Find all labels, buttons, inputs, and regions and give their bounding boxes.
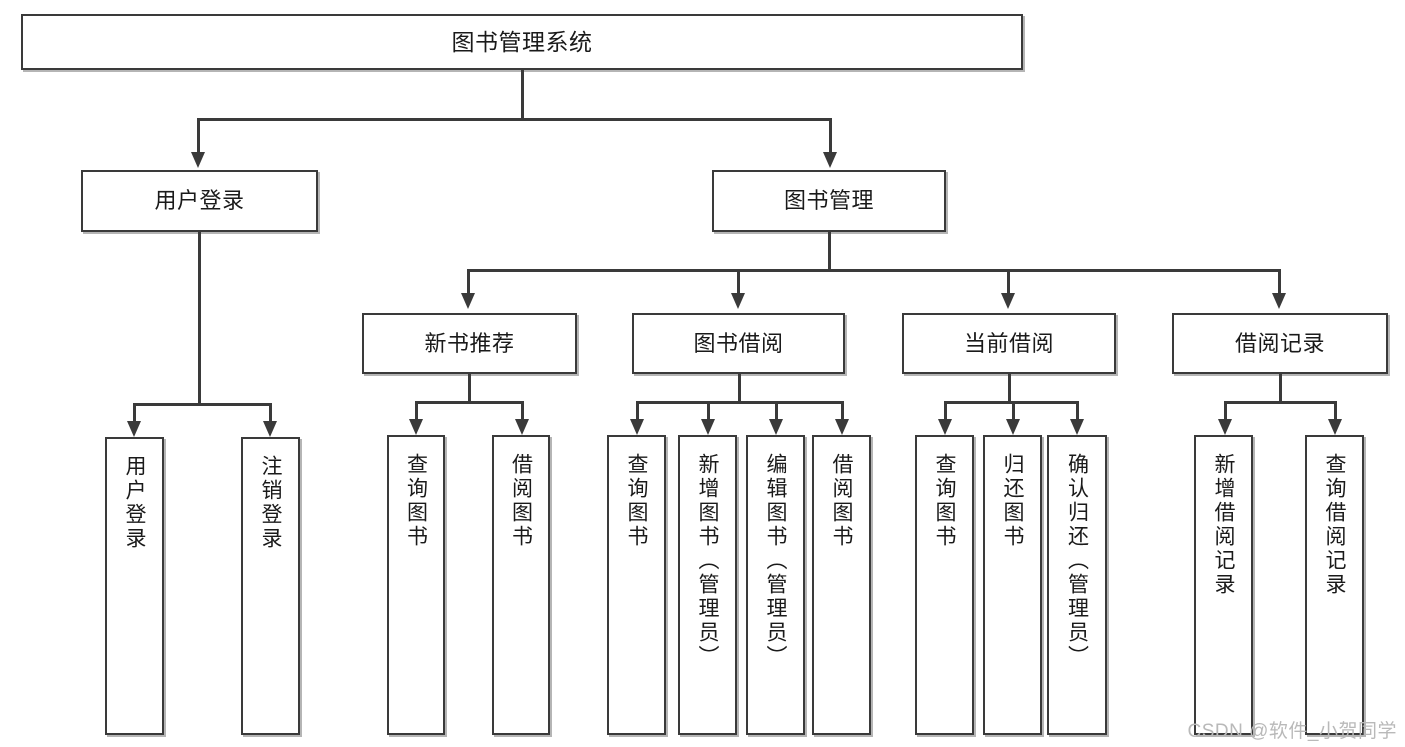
connector-new-book-drop-2 xyxy=(521,401,524,421)
node-label: 确认归还（管理员） xyxy=(1065,453,1089,669)
arrowhead-level2-2 xyxy=(731,293,745,309)
node-label: 归还图书 xyxy=(1001,453,1024,549)
node-label: 借阅图书 xyxy=(830,453,853,549)
arrowhead-book-borrow-leaf-1 xyxy=(630,419,644,435)
connector-root-to-book-manage xyxy=(829,118,832,154)
node-label: 当前借阅 xyxy=(963,330,1054,356)
connector-new-book-stem xyxy=(468,374,471,403)
leaf-user-login-logout[interactable]: 注销登录 xyxy=(241,437,300,735)
node-label: 查询图书 xyxy=(625,453,648,549)
arrowhead-level2-4 xyxy=(1272,293,1286,309)
node-label: 图书借阅 xyxy=(693,330,784,356)
leaf-book-borrow-edit-book[interactable]: 编辑图书（管理员） xyxy=(746,435,805,735)
leaf-book-borrow-add-book[interactable]: 新增图书（管理员） xyxy=(678,435,737,735)
node-label: 借阅记录 xyxy=(1234,330,1325,356)
leaf-borrow-record-query-record[interactable]: 查询借阅记录 xyxy=(1305,435,1364,735)
connector-current-borrow-stem xyxy=(1008,374,1011,403)
node-label: 借阅图书 xyxy=(509,453,533,549)
arrowhead-user-login xyxy=(191,152,205,168)
leaf-current-borrow-query-book[interactable]: 查询图书 xyxy=(915,435,974,735)
connector-root-bus xyxy=(197,118,831,121)
node-label: 查询图书 xyxy=(933,453,956,549)
node-current-borrow[interactable]: 当前借阅 xyxy=(902,313,1116,374)
leaf-borrow-record-add-record[interactable]: 新增借阅记录 xyxy=(1194,435,1253,735)
arrowhead-borrow-record-leaf-1 xyxy=(1218,419,1232,435)
leaf-book-borrow-query-book[interactable]: 查询图书 xyxy=(607,435,666,735)
arrowhead-user-login-leaf-2 xyxy=(263,421,277,437)
connector-borrow-record-stem xyxy=(1279,374,1282,403)
arrowhead-current-borrow-leaf-1 xyxy=(938,419,952,435)
arrowhead-borrow-record-leaf-2 xyxy=(1328,419,1342,435)
connector-level2-drop-3 xyxy=(1007,269,1010,295)
connector-book-borrow-drop-3 xyxy=(775,401,778,421)
connector-book-borrow-drop-1 xyxy=(636,401,639,421)
node-label: 图书管理 xyxy=(783,188,874,214)
arrowhead-book-borrow-leaf-4 xyxy=(835,419,849,435)
connector-current-borrow-drop-1 xyxy=(944,401,947,421)
connector-user-login-stem xyxy=(198,232,201,405)
leaf-book-borrow-borrow-book[interactable]: 借阅图书 xyxy=(812,435,871,735)
node-root-system[interactable]: 图书管理系统 xyxy=(21,14,1023,70)
arrowhead-current-borrow-leaf-2 xyxy=(1006,419,1020,435)
arrowhead-book-borrow-leaf-2 xyxy=(701,419,715,435)
node-label: 注销登录 xyxy=(259,455,282,551)
connector-borrow-record-drop-1 xyxy=(1224,401,1227,421)
node-label: 用户登录 xyxy=(154,188,245,214)
connector-new-book-drop-1 xyxy=(415,401,418,421)
connector-borrow-record-drop-2 xyxy=(1334,401,1337,421)
arrowhead-book-borrow-leaf-3 xyxy=(769,419,783,435)
node-new-book-recommend[interactable]: 新书推荐 xyxy=(362,313,577,374)
node-borrow-record[interactable]: 借阅记录 xyxy=(1172,313,1388,374)
leaf-current-borrow-return-book[interactable]: 归还图书 xyxy=(983,435,1042,735)
node-label: 编辑图书（管理员） xyxy=(764,453,787,669)
connector-level2-drop-4 xyxy=(1278,269,1281,295)
connector-level2-bus xyxy=(467,269,1280,272)
connector-user-login-drop-2 xyxy=(269,403,272,423)
connector-root-to-user-login xyxy=(197,118,200,154)
connector-root-stem xyxy=(521,70,524,120)
node-label: 图书管理系统 xyxy=(451,28,593,55)
connector-current-borrow-drop-2 xyxy=(1012,401,1015,421)
node-label: 查询图书 xyxy=(404,453,428,549)
connector-user-login-drop-1 xyxy=(133,403,136,423)
connector-level2-drop-2 xyxy=(737,269,740,295)
arrowhead-user-login-leaf-1 xyxy=(127,421,141,437)
arrowhead-book-manage xyxy=(823,152,837,168)
connector-book-borrow-stem xyxy=(738,374,741,403)
arrowhead-new-book-leaf-1 xyxy=(409,419,423,435)
connector-new-book-bus xyxy=(415,401,523,404)
arrowhead-level2-3 xyxy=(1001,293,1015,309)
leaf-current-borrow-confirm-return[interactable]: 确认归还（管理员） xyxy=(1047,435,1107,735)
node-label: 用户登录 xyxy=(123,455,146,551)
connector-level2-drop-1 xyxy=(467,269,470,295)
node-label: 新书推荐 xyxy=(424,330,515,356)
connector-borrow-record-bus xyxy=(1224,401,1336,404)
node-label: 新增借阅记录 xyxy=(1212,453,1235,597)
node-label: 查询借阅记录 xyxy=(1323,453,1346,597)
node-user-login[interactable]: 用户登录 xyxy=(81,170,318,232)
node-label: 新增图书（管理员） xyxy=(696,453,719,669)
connector-book-manage-stem xyxy=(828,232,831,271)
node-book-manage[interactable]: 图书管理 xyxy=(712,170,946,232)
arrowhead-level2-1 xyxy=(461,293,475,309)
node-book-borrow[interactable]: 图书借阅 xyxy=(632,313,845,374)
leaf-new-book-query-book[interactable]: 查询图书 xyxy=(387,435,445,735)
arrowhead-new-book-leaf-2 xyxy=(515,419,529,435)
connector-book-borrow-bus xyxy=(636,401,842,404)
connector-current-borrow-drop-3 xyxy=(1076,401,1079,421)
leaf-user-login-login[interactable]: 用户登录 xyxy=(105,437,164,735)
watermark-text: CSDN @软件_小贺同学 xyxy=(1187,721,1397,742)
connector-book-borrow-drop-4 xyxy=(841,401,844,421)
connector-user-login-bus xyxy=(133,403,271,406)
leaf-new-book-borrow-book[interactable]: 借阅图书 xyxy=(492,435,550,735)
connector-current-borrow-bus xyxy=(944,401,1078,404)
connector-book-borrow-drop-2 xyxy=(707,401,710,421)
arrowhead-current-borrow-leaf-3 xyxy=(1070,419,1084,435)
